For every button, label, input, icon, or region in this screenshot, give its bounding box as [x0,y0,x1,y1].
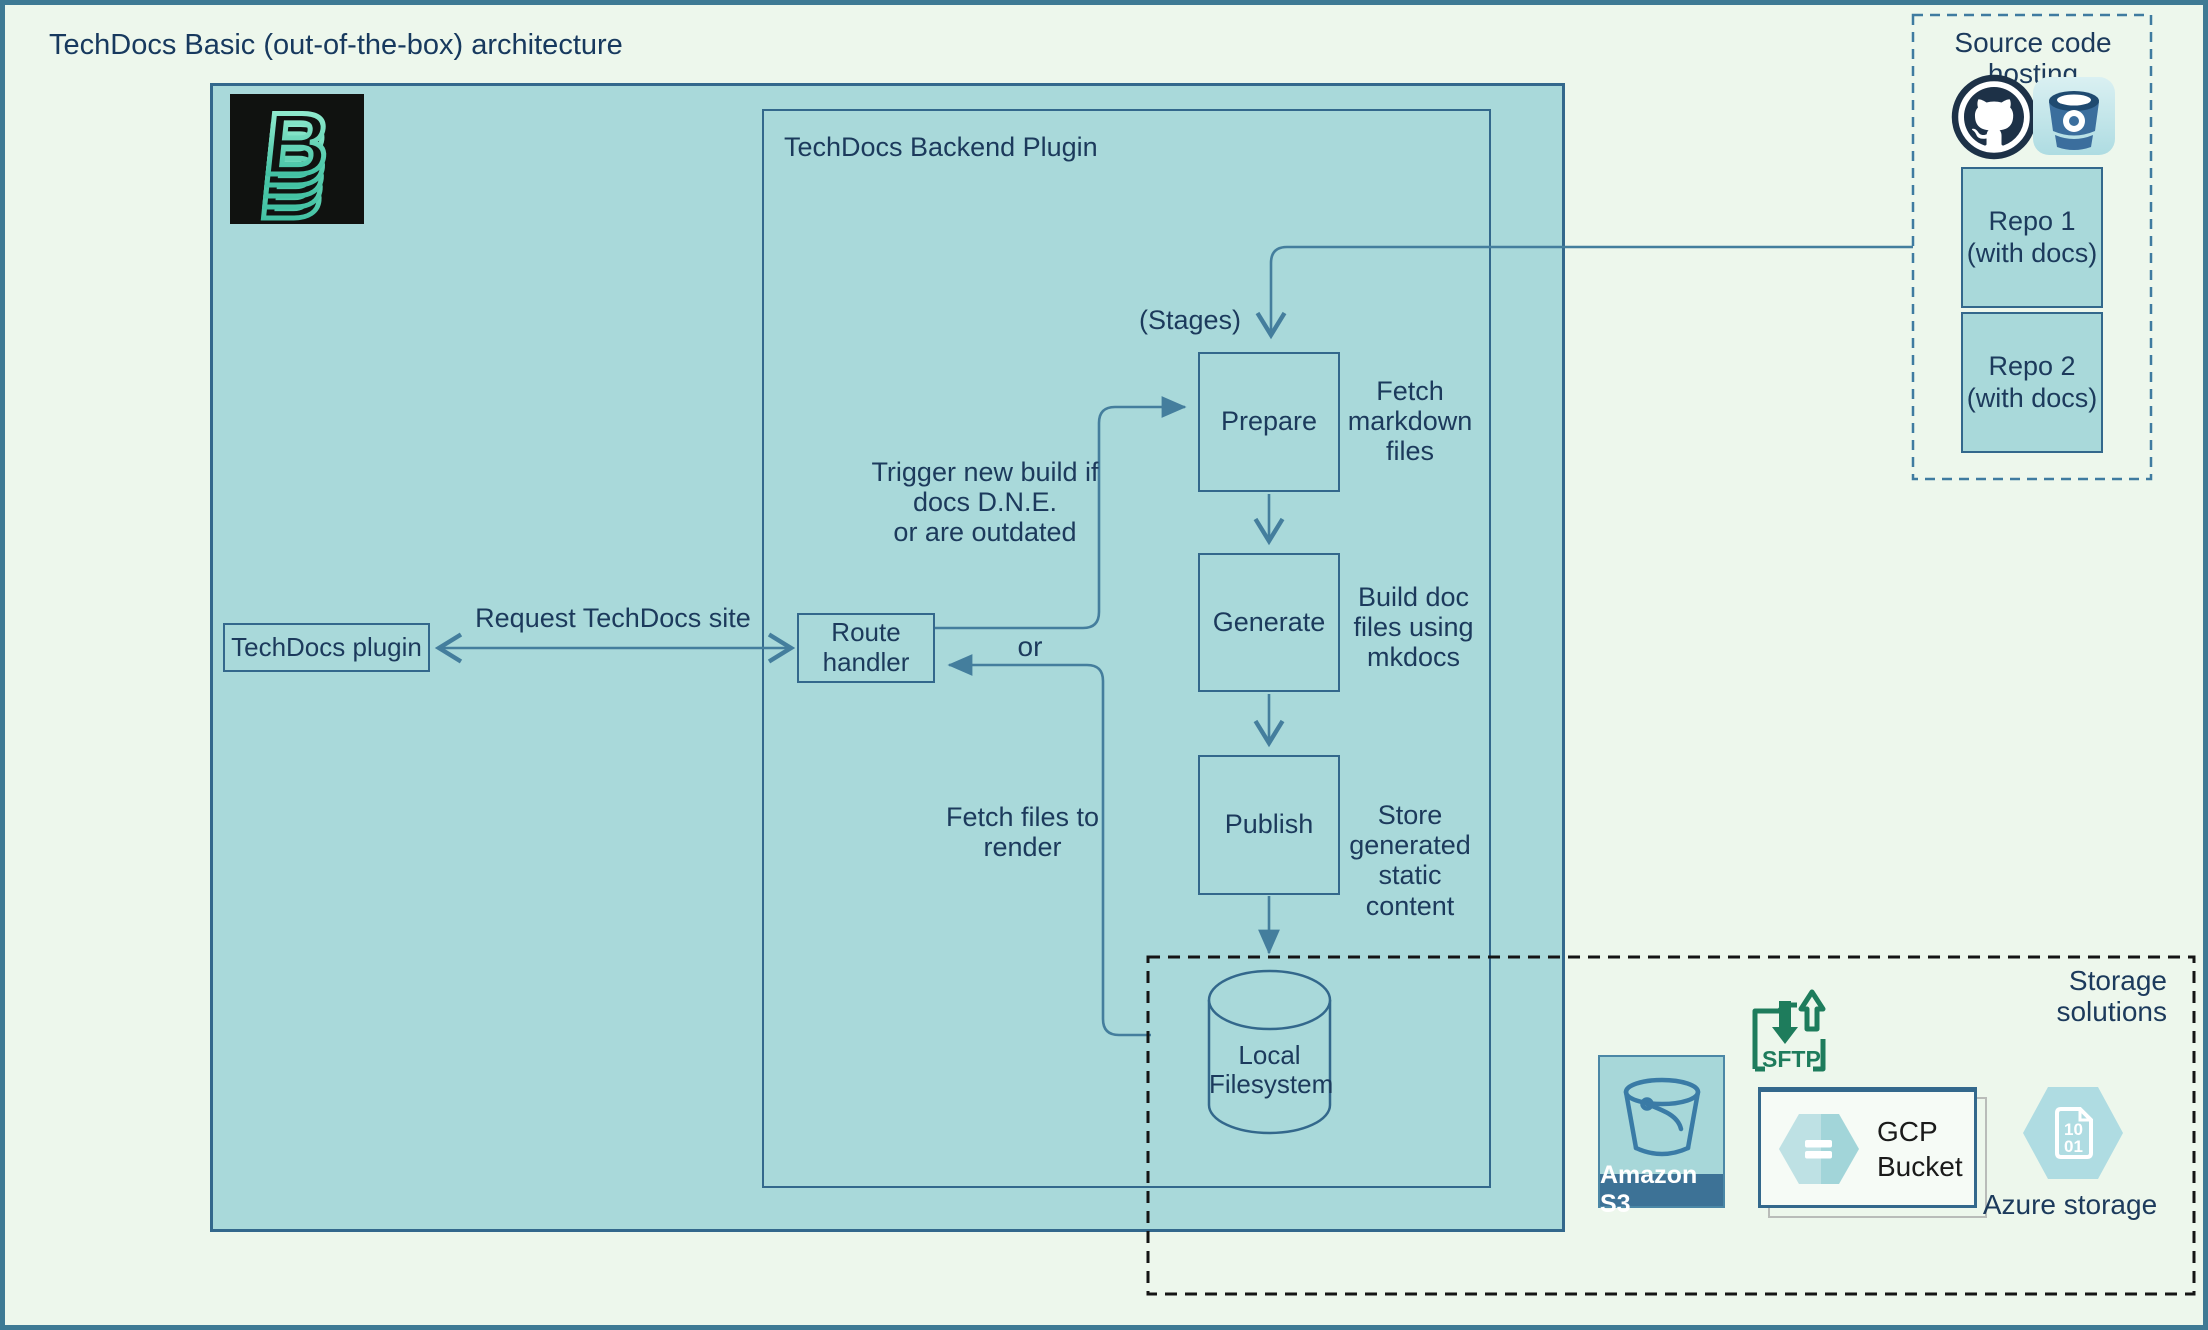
azure-digits-line2: 01 [2064,1137,2083,1156]
svg-text:B: B [257,127,331,224]
local-filesystem-label: Local Filesystem [1209,1040,1334,1100]
svg-text:B: B [258,116,332,215]
amazon-s3-label: Amazon S3 [1600,1161,1723,1218]
azure-storage-label: Azure storage [1982,1189,2158,1220]
svg-text:B: B [259,105,333,204]
build-docs-label: Build doc files using mkdocs [1353,582,1474,673]
fetch-markdown-label: Fetch markdown files [1347,376,1473,467]
backstage-logo: B B B B B [230,94,364,224]
store-static-label: Store generated static content [1349,800,1471,921]
node-generate: Generate [1198,553,1340,692]
amazon-s3-tile: Amazon S3 [1598,1055,1725,1218]
storage-solutions-title: Storage solutions [2056,965,2167,1028]
fetch-files-label: Fetch files to render [945,802,1100,863]
page-title: TechDocs Basic (out-of-the-box) architec… [49,29,623,61]
gcp-hexagon-icon [1779,1113,1859,1184]
trigger-build-label: Trigger new build if docs D.N.E. or are … [871,457,1099,548]
repo2-box: Repo 2 (with docs) [1961,312,2103,453]
s3-bucket-icon [1623,1077,1701,1157]
svg-text:B: B [260,94,334,193]
backend-plugin-label: TechDocs Backend Plugin [784,132,1098,162]
svg-text:B: B [256,138,330,224]
gcp-bucket-card: GCP Bucket [1758,1087,1977,1208]
azure-hexagon-icon: 10 01 [2023,1087,2123,1179]
request-site-label: Request TechDocs site [475,603,751,633]
azure-digits-line1: 10 [2064,1120,2083,1139]
bitbucket-icon [2033,77,2115,155]
github-icon [1951,74,2037,160]
gcp-bucket-label: GCP Bucket [1877,1115,1963,1182]
node-publish: Publish [1198,755,1340,895]
node-prepare: Prepare [1198,352,1340,492]
or-label: or [1017,631,1043,662]
node-techdocs-plugin: TechDocs plugin [223,623,430,672]
sftp-icon: SFTP [1745,981,1833,1075]
repo1-box: Repo 1 (with docs) [1961,167,2103,308]
node-route-handler: Route handler [797,613,935,683]
sftp-label: SFTP [1762,1046,1821,1072]
backstage-logo-icon: B B B B B [230,94,364,224]
stages-note: (Stages) [1138,305,1242,335]
